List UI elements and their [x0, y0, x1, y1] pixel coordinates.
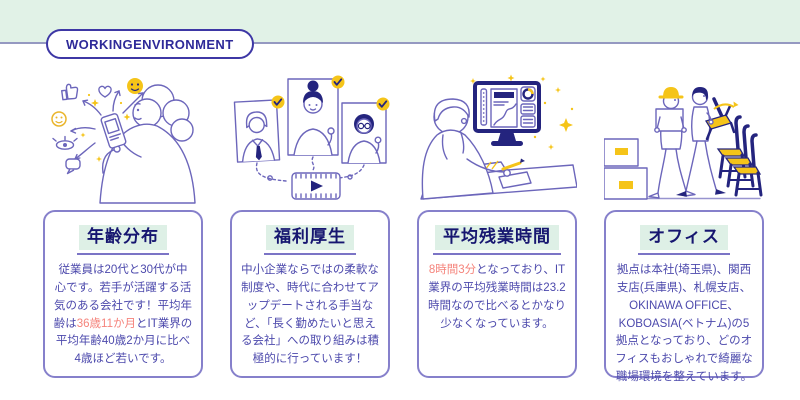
card-title-underline: オフィス	[638, 225, 730, 256]
reaction-arrows	[70, 90, 144, 160]
box-icon	[603, 138, 648, 200]
card-body: 8時間3分となっており、IT業界の平均残業時間は23.2時間なので比べるとかなり…	[427, 262, 567, 333]
woman-phone-illustration	[51, 78, 196, 204]
pencil-icon	[501, 161, 522, 171]
card-title: 福利厚生	[266, 225, 354, 251]
video-interview-illustration	[233, 75, 390, 200]
card-body-accent: 8時間3分	[428, 264, 477, 277]
card-title: 年齢分布	[79, 225, 167, 251]
worker-chair-figure	[676, 87, 736, 197]
arrow-icon	[713, 101, 739, 110]
card-body-text: とIT業界の平均年齢40歳2か月に比べ4歳ほど若いです。	[55, 317, 193, 365]
check-badge-icon	[331, 75, 345, 89]
card-title-underline: 年齢分布	[77, 225, 169, 256]
card-body-text: となっており、IT業界の平均残業時間は23.2時間なので比べるとかなり少なくなっ…	[428, 264, 566, 330]
check-badge-icon	[271, 95, 285, 109]
card-benefits: 福利厚生 中小企業ならではの柔軟な制度や、時代に合わせてアップデートされる手当な…	[230, 210, 390, 378]
card-title-underline: 福利厚生	[264, 225, 356, 256]
card-title: オフィス	[640, 225, 728, 251]
smiley-icon	[127, 78, 143, 94]
speech-bubble-icon	[65, 158, 81, 175]
office-move-illustration	[603, 87, 763, 200]
hard-hat-icon	[663, 87, 679, 97]
card-body: 従業員は20代と30代が中心です。若手が活躍する活気のある会社です！平均年齢は3…	[53, 262, 193, 368]
illustration-interview	[230, 72, 390, 204]
card-title: 平均残業時間	[435, 225, 559, 251]
play-icon	[311, 180, 323, 192]
chair-stack-icon	[716, 115, 763, 197]
portrait-frame	[233, 99, 281, 163]
portrait-frame	[341, 102, 387, 164]
carried-box-icon	[655, 108, 684, 132]
video-player-icon	[291, 172, 341, 200]
heart-icon	[98, 85, 112, 98]
woman-figure	[99, 84, 196, 204]
section-title-label: WORKINGENVIRONMENT	[66, 36, 234, 52]
card-body-text: 中小企業ならではの柔軟な制度や、時代に合わせてアップデートされる手当など、「長く…	[241, 264, 379, 365]
phone-icon	[100, 113, 127, 149]
card-overtime: 平均残業時間 8時間3分となっており、IT業界の平均残業時間は23.2時間なので…	[417, 210, 577, 378]
card-body: 中小企業ならではの柔軟な制度や、時代に合わせてアップデートされる手当など、「長く…	[240, 262, 380, 368]
worker-figure	[421, 98, 532, 200]
card-body-accent: 36歳11か月	[76, 317, 136, 330]
monitor-icon	[473, 81, 541, 146]
card-body-text: 拠点は本社(埼玉県)、関西支店(兵庫県)、札幌支店、OKINAWA OFFICE…	[615, 264, 753, 383]
divider-line	[0, 42, 800, 44]
smiley-outline-icon	[51, 111, 67, 127]
eye-icon	[52, 135, 78, 150]
section-title-badge: WORKINGENVIRONMENT	[46, 29, 254, 59]
card-age-distribution: 年齢分布 従業員は20代と30代が中心です。若手が活躍する活気のある会社です！平…	[43, 210, 203, 378]
check-badge-icon	[376, 97, 390, 111]
card-office: オフィス 拠点は本社(埼玉県)、関西支店(兵庫県)、札幌支店、OKINAWA O…	[604, 210, 764, 383]
illustration-desk-work	[417, 72, 578, 204]
carried-chair-icon	[704, 97, 736, 141]
card-body: 拠点は本社(埼玉県)、関西支店(兵庫県)、札幌支店、OKINAWA OFFICE…	[614, 262, 754, 386]
illustration-office-move	[603, 72, 764, 204]
worker-hardhat-figure	[648, 87, 696, 199]
portrait-frame	[287, 78, 339, 156]
desk-work-illustration	[420, 74, 578, 200]
illustration-engagement	[43, 72, 203, 204]
card-body-text: 従業員は20代と30代が中心です。若手が活躍する活気のある会社です！平均年齢は	[53, 264, 192, 330]
card-title-underline: 平均残業時間	[433, 225, 561, 256]
thumbs-up-icon	[61, 83, 79, 101]
